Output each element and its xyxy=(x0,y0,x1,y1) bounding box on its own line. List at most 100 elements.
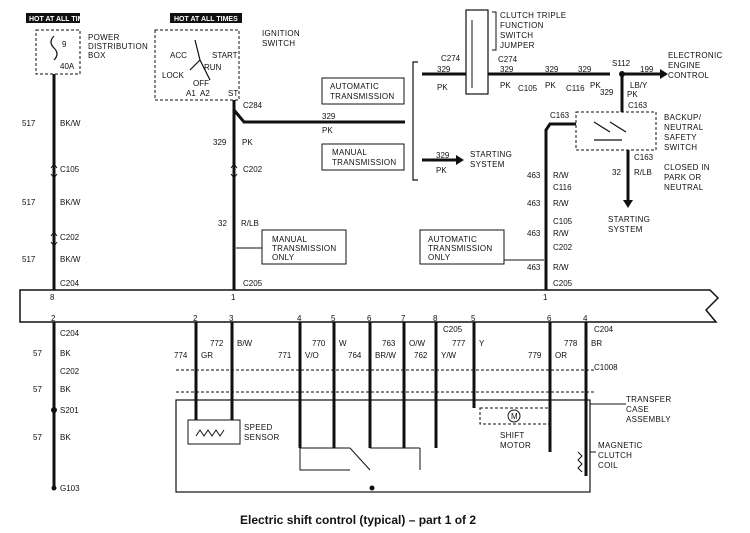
starting-system-2a: STARTING xyxy=(608,215,650,224)
manual-only-2: TRANSMISSION xyxy=(272,244,337,253)
manual-trans-box xyxy=(321,143,405,171)
wire-199-circuit: 199 xyxy=(640,65,654,74)
auto-only-2: TRANSMISSION xyxy=(428,244,493,253)
eec-1: ELECTRONIC xyxy=(668,51,723,60)
arrow-icon xyxy=(660,69,668,79)
backup-3: SAFETY xyxy=(664,133,697,142)
wire-57-color-1: BK xyxy=(60,349,71,358)
ground-icon xyxy=(51,485,57,491)
bottom-wire-color: V/O xyxy=(305,351,319,360)
conn-c204-bottom: C204 xyxy=(594,325,614,334)
bus-pin-1b: 1 xyxy=(543,293,548,302)
wire-329-h-circuit: 329 xyxy=(322,112,336,121)
conn-c105-v: C105 xyxy=(553,217,573,226)
conn-c284: C284 xyxy=(243,101,263,110)
clutch-jumper-3: SWITCH xyxy=(500,31,533,40)
conn-c274-b: C274 xyxy=(498,55,518,64)
diagram-caption: Electric shift control (typical) – part … xyxy=(240,513,476,527)
hot-banner-2 xyxy=(170,13,242,23)
bottom-wire-circuit: 762 xyxy=(414,351,428,360)
bottom-wire-circuit: 778 xyxy=(564,339,578,348)
jumper-bracket xyxy=(492,11,497,51)
bottom-wire-circuit: 770 xyxy=(312,339,326,348)
bottom-wire-circuit: 772 xyxy=(210,339,224,348)
ign-start: START xyxy=(212,51,238,60)
ignition-contacts xyxy=(189,39,211,81)
conn-c202-ign: C202 xyxy=(243,165,263,174)
conn-c163-a: C163 xyxy=(628,101,648,110)
bottom-wire-color: BR xyxy=(591,339,602,348)
clutch-coil-icon xyxy=(577,451,583,473)
wire-329-horizontal xyxy=(232,109,405,124)
motor-m: M xyxy=(511,412,518,421)
ign-a1: A1 xyxy=(186,89,196,98)
bottom-wire-color: BR/W xyxy=(375,351,396,360)
bottom-wire-pin: 2 xyxy=(193,314,198,323)
clutch-coil-3: COIL xyxy=(598,461,618,470)
clutch-coil-2: CLUTCH xyxy=(598,451,632,460)
bottom-wire-pin: 4 xyxy=(297,314,302,323)
connector-symbol xyxy=(50,163,58,179)
switch-contacts xyxy=(593,121,627,141)
wire-517-color: BK/W xyxy=(60,119,81,128)
connector-symbol xyxy=(230,163,238,179)
clutch-jumper-box xyxy=(465,9,489,95)
motor-icon xyxy=(507,409,521,423)
auto-trans-2: TRANSMISSION xyxy=(330,92,395,101)
wire-329-s-color: PK xyxy=(436,166,447,175)
wire-329-h-color: PK xyxy=(322,126,333,135)
ign-run: RUN xyxy=(204,63,222,72)
wire-329-circuit: 329 xyxy=(213,138,227,147)
bottom-wire-color: B/W xyxy=(237,339,253,348)
wire-32-circuit: 32 xyxy=(218,219,227,228)
starting-system-2b: SYSTEM xyxy=(608,225,643,234)
manual-only-box xyxy=(261,229,347,265)
hot-label-2: HOT AT ALL TIMES xyxy=(174,16,238,23)
wire-329-o2-circuit: 329 xyxy=(545,65,559,74)
manual-trans-2: TRANSMISSION xyxy=(332,158,397,167)
conn-c205: C205 xyxy=(243,279,263,288)
starting-system-1a: STARTING xyxy=(470,150,512,159)
wire-329-o3-color: PK xyxy=(590,81,601,90)
bottom-wire-pin: 8 xyxy=(433,314,438,323)
wire-517-circuit-3: 517 xyxy=(22,255,36,264)
bottom-wire-color: Y xyxy=(479,339,485,348)
clutch-jumper-4: JUMPER xyxy=(500,41,535,50)
wire-463-circuit-1: 463 xyxy=(527,171,541,180)
bottom-wire-pin: 4 xyxy=(583,314,588,323)
conn-c1008: C1008 xyxy=(594,363,618,372)
wire-57-color-2: BK xyxy=(60,385,71,394)
wire-32r-color: R/LB xyxy=(634,168,652,177)
manual-only-1: MANUAL xyxy=(272,235,307,244)
bottom-wire-color: OR xyxy=(555,351,567,360)
shift-motor-1: SHIFT xyxy=(500,431,525,440)
conn-c163-c: C163 xyxy=(634,153,654,162)
backup-1: BACKUP/ xyxy=(664,113,702,122)
shift-motor-2: MOTOR xyxy=(500,441,531,450)
fuse-rating: 40A xyxy=(60,62,75,71)
arrow-icon xyxy=(456,155,464,165)
transfer-case-outline xyxy=(175,399,591,493)
sensor-coil-icon xyxy=(195,429,225,437)
wire-329-color: PK xyxy=(242,138,253,147)
conn-c204-l2: C204 xyxy=(60,329,80,338)
wire-463-circuit-2: 463 xyxy=(527,199,541,208)
arrow-icon xyxy=(623,200,633,208)
wire-329-d-color: PK xyxy=(627,90,638,99)
conn-c116-top: C116 xyxy=(566,84,585,93)
wire-199-color: LB/Y xyxy=(630,81,648,90)
bottom-wire-color: Y/W xyxy=(441,351,457,360)
fuse-number: 9 xyxy=(62,40,67,49)
conn-c105-top: C105 xyxy=(518,84,538,93)
speed-sensor-1: SPEED xyxy=(244,423,273,432)
conn-c205-bottom: C205 xyxy=(443,325,463,334)
ground-icon xyxy=(369,485,375,491)
ign-label-1: IGNITION xyxy=(262,29,300,38)
speed-sensor-2: SENSOR xyxy=(244,433,280,442)
pdb-label-2: DISTRIBUTION xyxy=(88,42,148,51)
wire-463 xyxy=(544,122,576,290)
manual-trans-1: MANUAL xyxy=(332,148,367,157)
wire-517-circuit: 517 xyxy=(22,119,36,128)
wire-463-color-4: R/W xyxy=(553,263,569,272)
bottom-wire-pin: 7 xyxy=(401,314,406,323)
